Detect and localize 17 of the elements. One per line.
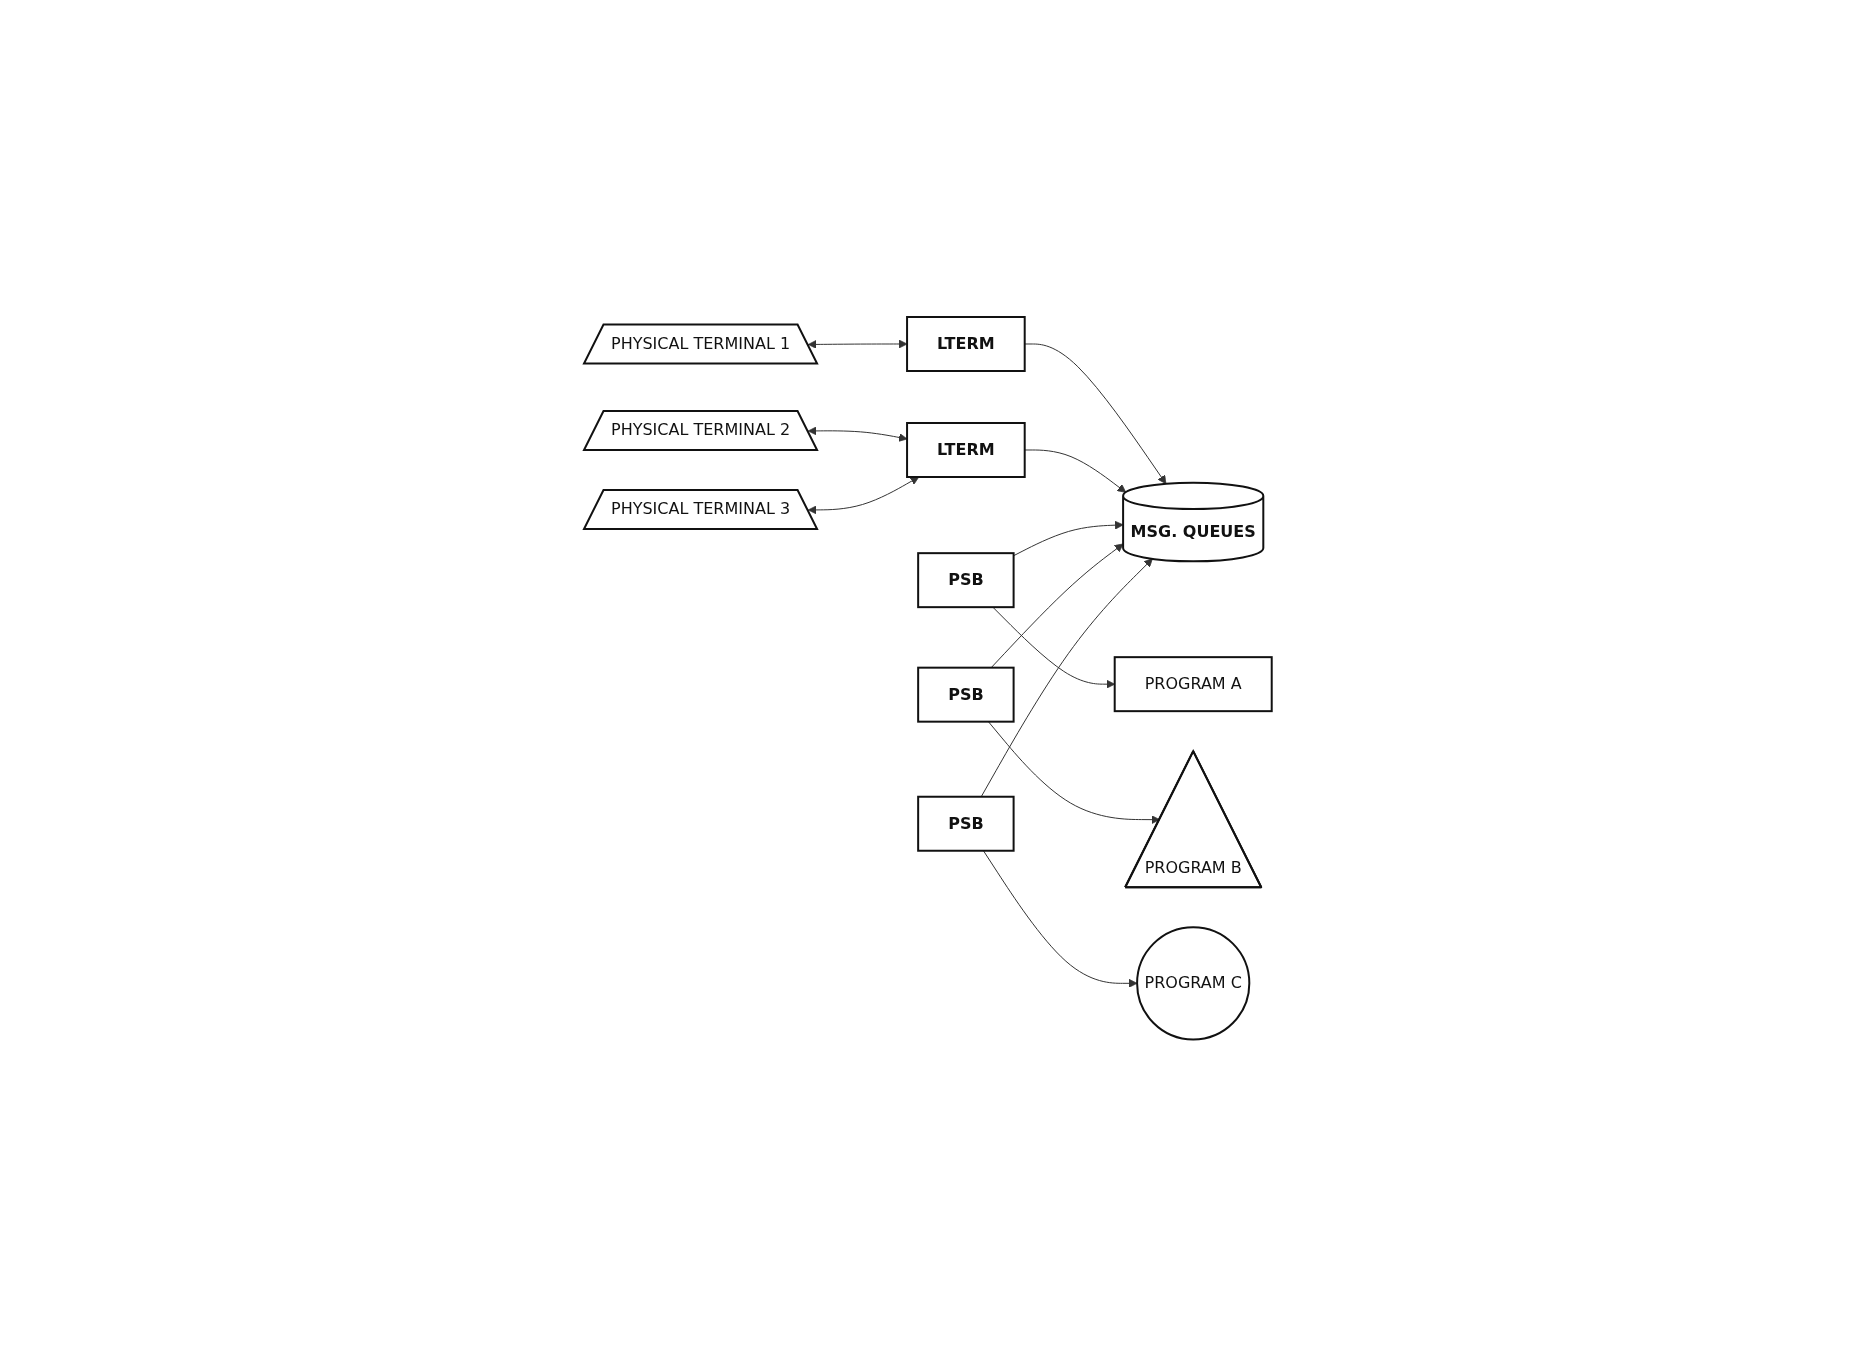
node-box: PSB — [917, 551, 1015, 608]
arrow — [980, 558, 1153, 797]
arrow — [1013, 520, 1124, 556]
arrow — [988, 720, 1161, 824]
node-box: PSB — [917, 666, 1015, 723]
arrow — [807, 426, 908, 442]
arrow — [990, 543, 1124, 668]
node-box: PROGRAM A — [1113, 655, 1273, 712]
node-box: LTERM — [906, 315, 1026, 372]
arrow — [807, 339, 908, 349]
node-box: LTERM — [906, 421, 1026, 478]
arrow — [1024, 449, 1127, 493]
arrow — [983, 850, 1138, 988]
arrow — [807, 476, 920, 515]
node-circle: PROGRAM C — [1136, 926, 1251, 1041]
arrow — [1024, 343, 1167, 484]
node-box: PSB — [917, 795, 1015, 852]
